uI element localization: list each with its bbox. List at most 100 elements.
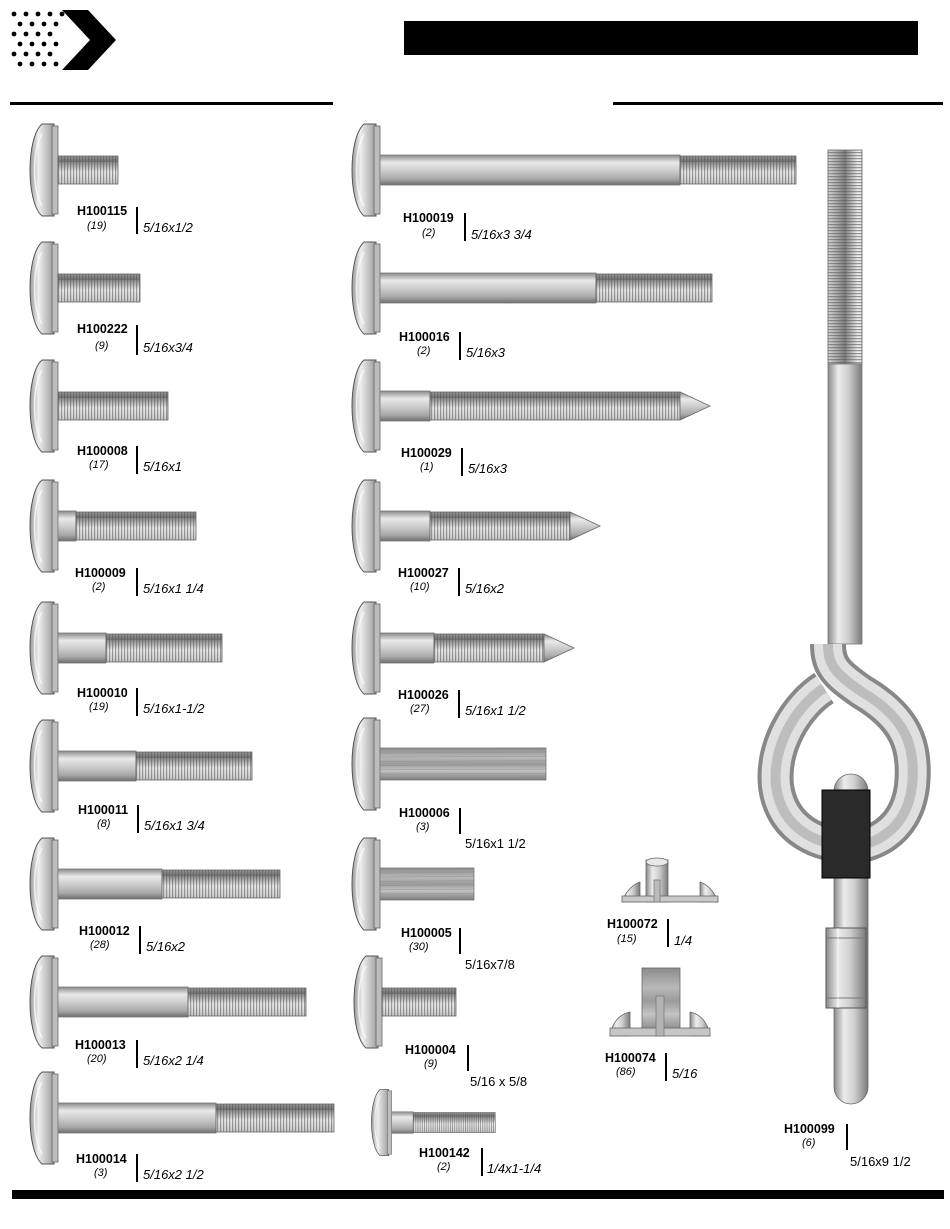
- part-quantity: (9): [95, 340, 109, 352]
- part-code: H100029: [401, 446, 452, 460]
- part-size: 5/16: [672, 1066, 698, 1081]
- part-size: 1/4: [674, 933, 693, 948]
- section-divider-left: [10, 102, 333, 105]
- part-size: 5/16x3: [468, 461, 508, 476]
- bolt-h100012-figure: [29, 837, 281, 931]
- part-quantity: (86): [616, 1066, 636, 1078]
- part-code: H100004: [405, 1043, 456, 1057]
- part-code: H100013: [75, 1038, 126, 1052]
- bolt-h100222-figure: [29, 241, 141, 335]
- bolt-h100010-figure: [29, 601, 223, 695]
- section-divider-right: [613, 102, 943, 105]
- header-title-bar: [404, 21, 918, 55]
- part-quantity: (8): [97, 818, 111, 830]
- part-quantity: (30): [409, 941, 429, 953]
- label-divider: [481, 1148, 483, 1176]
- part-size: 5/16x1 1/2: [465, 836, 526, 851]
- bolt-h100011-figure: [29, 719, 253, 813]
- part-quantity: (1): [420, 461, 434, 473]
- part-size: 5/16x7/8: [465, 957, 515, 972]
- bolt-h100016-figure: [351, 241, 713, 335]
- part-code: H100072: [607, 917, 658, 931]
- part-quantity: (20): [87, 1053, 107, 1065]
- bolt-h100019-figure: [351, 123, 797, 217]
- part-size: 5/16x2: [146, 939, 186, 954]
- part-code: H100009: [75, 566, 126, 580]
- label-divider: [136, 688, 138, 716]
- part-size: 5/16x9 1/2: [850, 1154, 911, 1169]
- label-divider: [667, 919, 669, 947]
- label-divider: [464, 213, 466, 241]
- part-size: 5/16x2 1/4: [143, 1053, 204, 1068]
- part-code: H100005: [401, 926, 452, 940]
- part-quantity: (2): [422, 227, 436, 239]
- bolt-h100008-figure: [29, 359, 169, 453]
- part-size: 5/16x1 1/2: [465, 703, 526, 718]
- part-code: H100026: [398, 688, 449, 702]
- label-divider: [136, 1040, 138, 1068]
- part-quantity: (3): [94, 1167, 108, 1179]
- label-divider: [136, 325, 138, 355]
- part-quantity: (15): [617, 933, 637, 945]
- bolt-h100014-figure: [29, 1071, 335, 1165]
- part-size: 5/16x1 1/4: [143, 581, 204, 596]
- label-divider: [459, 808, 461, 834]
- part-code: H100019: [403, 211, 454, 225]
- label-divider: [665, 1053, 667, 1081]
- t-nut-h100074-figure: [609, 967, 711, 1037]
- part-quantity: (3): [416, 821, 430, 833]
- part-code: H100115: [77, 204, 128, 218]
- part-size: 5/16x3/4: [143, 340, 193, 355]
- part-quantity: (9): [424, 1058, 438, 1070]
- label-divider: [467, 1045, 469, 1071]
- bolt-h100115-figure: [29, 123, 119, 217]
- part-code: H100014: [76, 1152, 127, 1166]
- part-size: 5/16x1-1/2: [143, 701, 205, 716]
- part-code: H100006: [399, 806, 450, 820]
- label-divider: [458, 690, 460, 718]
- part-code: H100027: [398, 566, 449, 580]
- part-code: H100142: [419, 1146, 470, 1160]
- label-divider: [458, 568, 460, 596]
- bolt-h100009-figure: [29, 479, 197, 573]
- eye-bolt-h100099-figure: [757, 149, 931, 1105]
- part-quantity: (17): [89, 459, 109, 471]
- bolt-h100004-figure: [353, 955, 457, 1049]
- part-code: H100010: [77, 686, 128, 700]
- label-divider: [136, 446, 138, 474]
- part-quantity: (6): [802, 1137, 816, 1149]
- label-divider: [136, 1154, 138, 1182]
- part-code: H100011: [78, 803, 129, 817]
- part-code: H100099: [784, 1122, 835, 1136]
- label-divider: [136, 568, 138, 596]
- part-size: 5/16x2 1/2: [143, 1167, 204, 1182]
- part-quantity: (2): [417, 345, 431, 357]
- part-size: 5/16x3 3/4: [471, 227, 532, 242]
- part-quantity: (2): [92, 581, 106, 593]
- label-divider: [846, 1124, 848, 1150]
- part-quantity: (27): [410, 703, 430, 715]
- footer-rule: [12, 1190, 944, 1199]
- part-code: H100222: [77, 322, 128, 336]
- part-quantity: (28): [90, 939, 110, 951]
- part-code: H100074: [605, 1051, 656, 1065]
- bolt-h100029-figure: [351, 359, 711, 453]
- bolt-h100006-figure: [351, 717, 547, 811]
- part-size: 5/16x3: [466, 345, 506, 360]
- label-divider: [136, 207, 138, 234]
- bolt-h100005-figure: [351, 837, 475, 931]
- part-code: H100008: [77, 444, 128, 458]
- label-divider: [461, 448, 463, 476]
- bolt-h100013-figure: [29, 955, 307, 1049]
- part-quantity: (19): [89, 701, 109, 713]
- part-size: 5/16x1 3/4: [144, 818, 205, 833]
- brand-chevron-logo: [11, 10, 116, 70]
- part-size: 1/4x1-1/4: [487, 1161, 542, 1176]
- label-divider: [139, 926, 141, 954]
- part-size: 5/16 x 5/8: [470, 1074, 528, 1089]
- label-divider: [459, 332, 461, 360]
- part-size: 5/16x2: [465, 581, 505, 596]
- part-size: 5/16x1/2: [143, 220, 193, 235]
- part-quantity: (2): [437, 1161, 451, 1173]
- label-divider: [137, 805, 139, 833]
